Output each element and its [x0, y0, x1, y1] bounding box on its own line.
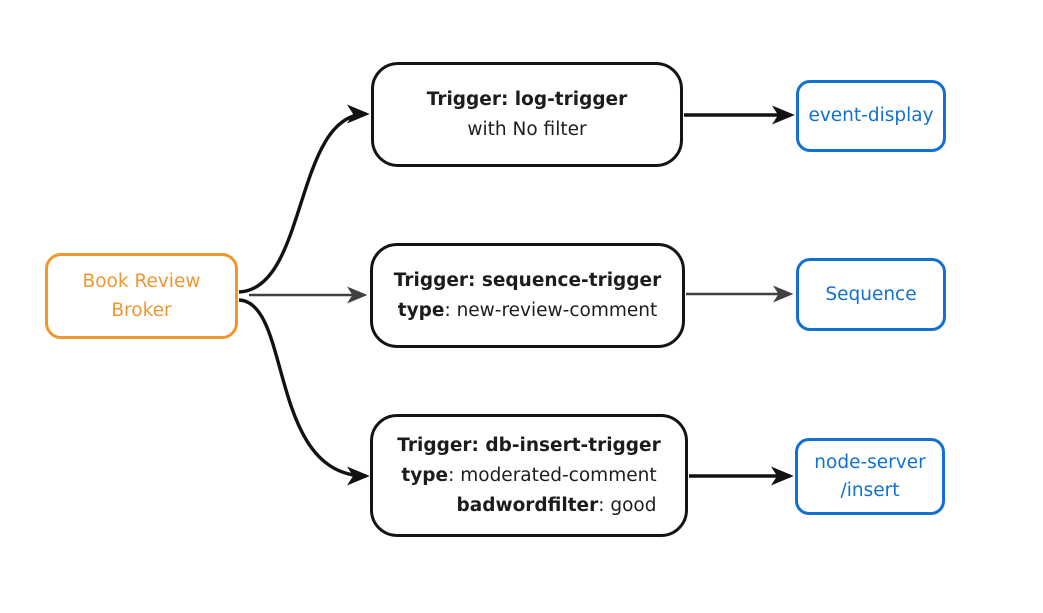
kv-value: : moderated-comment — [448, 464, 657, 486]
trigger-kv-line: type: new-review-comment — [398, 296, 657, 326]
trigger-title-text: Trigger: log-trigger — [426, 88, 628, 110]
trigger-db-insert-node: Trigger: db-insert-trigger type: moderat… — [370, 414, 688, 537]
broker-label-line1: Book Review — [82, 271, 201, 292]
sink-event-display-node: event-display — [796, 80, 946, 152]
sink-node-server-node: node-server /insert — [795, 438, 945, 515]
sink-label-line2: /insert — [840, 479, 900, 501]
trigger-title: Trigger: log-trigger — [427, 85, 627, 115]
kv-key: type — [397, 299, 445, 321]
kv-key: type — [401, 464, 449, 486]
kv-key: badwordfilter — [456, 494, 599, 516]
trigger-detail: with No filter — [467, 118, 587, 140]
sink-label: Sequence — [825, 283, 917, 305]
trigger-kv-line: type: moderated-comment — [401, 461, 656, 491]
trigger-title: Trigger: db-insert-trigger — [397, 431, 660, 461]
kv-value: : good — [598, 494, 657, 516]
kv-value: : new-review-comment — [444, 299, 658, 321]
broker-node: Book Review Broker — [45, 253, 238, 339]
arrow-broker-to-log-trigger — [238, 104, 370, 294]
trigger-kv-line: badwordfilter: good — [402, 491, 657, 521]
sink-label-line1: node-server — [814, 451, 926, 473]
sink-label: event-display — [808, 105, 934, 126]
trigger-title-text: Trigger: sequence-trigger — [393, 269, 662, 291]
trigger-title: Trigger: sequence-trigger — [394, 266, 661, 296]
arrow-broker-to-db-insert-trigger — [238, 298, 370, 486]
trigger-title-text: Trigger: db-insert-trigger — [397, 434, 661, 456]
trigger-sequence-node: Trigger: sequence-trigger type: new-revi… — [370, 243, 685, 348]
trigger-log-node: Trigger: log-trigger with No filter — [371, 62, 683, 167]
broker-label-line2: Broker — [111, 300, 172, 321]
sink-sequence-node: Sequence — [796, 258, 946, 331]
